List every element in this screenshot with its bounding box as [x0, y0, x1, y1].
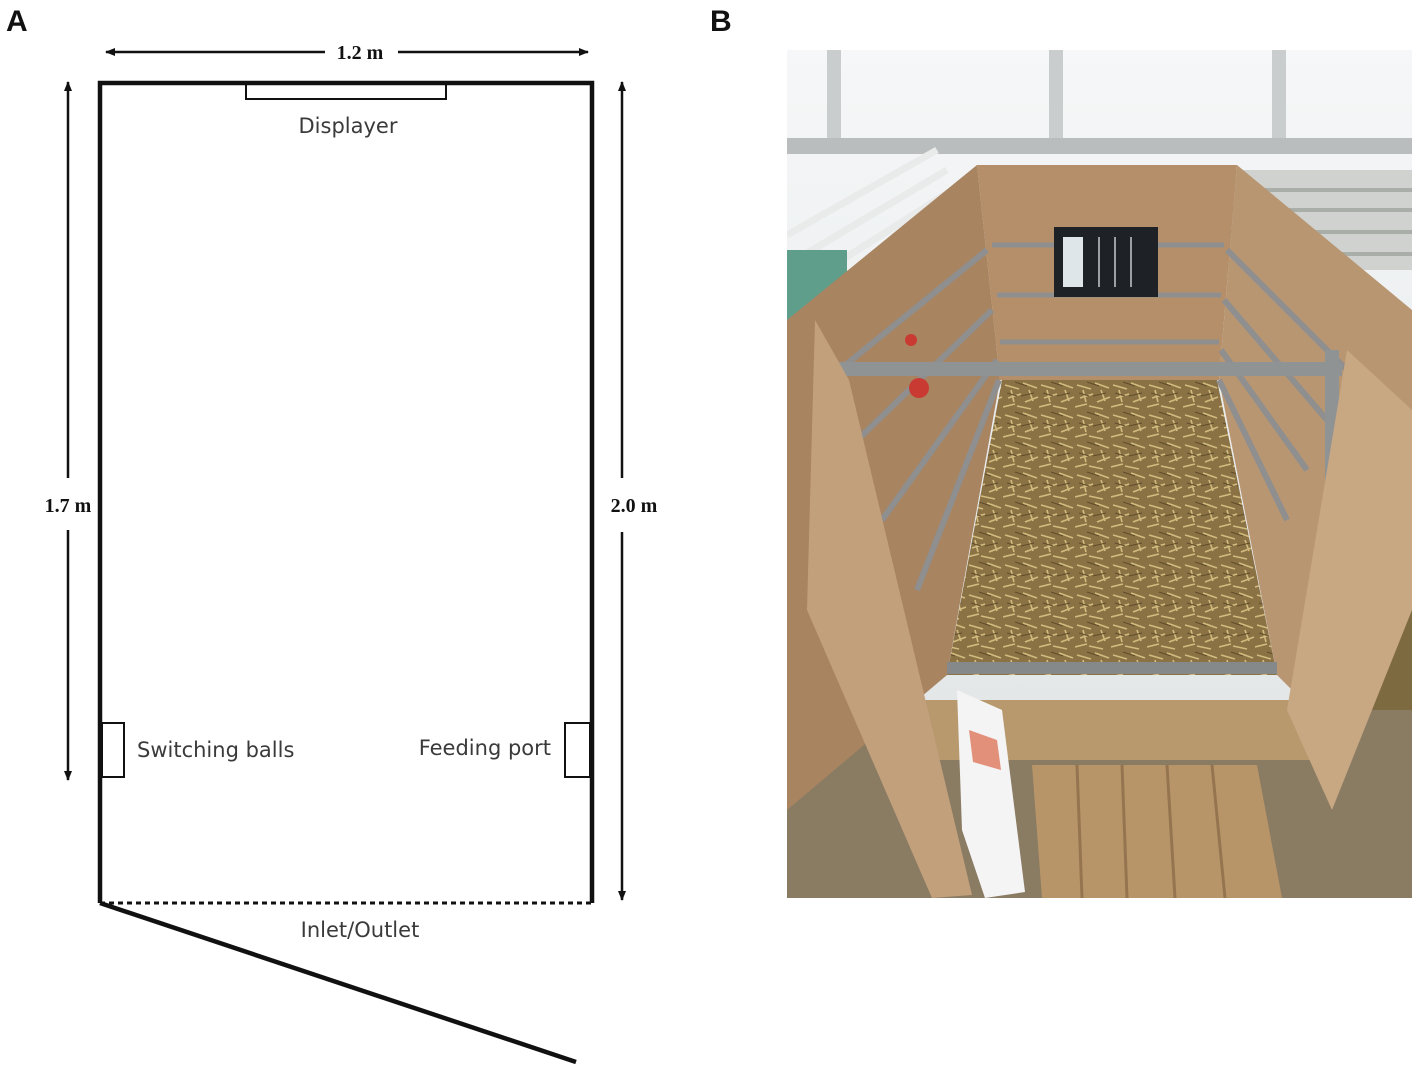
switching-ball-icon: [909, 378, 929, 398]
displayer-screen-lines: [1098, 237, 1132, 287]
right-length-label: 2.0 m: [611, 495, 658, 517]
ramp-boards: [1032, 765, 1282, 898]
left-gate: [807, 320, 972, 898]
feeding-port-label: Feeding port: [419, 736, 551, 760]
pen-photograph: [787, 50, 1412, 898]
front-crossbar: [832, 362, 1342, 376]
panel-a-letter: A: [6, 5, 28, 38]
switching-balls-label: Switching balls: [137, 738, 294, 762]
inlet-outlet-label: Inlet/Outlet: [301, 918, 420, 942]
left-length-label: 1.7 m: [45, 495, 92, 517]
pen-walls: [97, 80, 595, 903]
window-post: [1049, 50, 1063, 142]
right-gate: [1287, 350, 1412, 810]
paper-sheet-mark: [969, 730, 1001, 770]
switching-ball-icon: [905, 334, 917, 346]
feeding-port-box: [564, 722, 591, 778]
displayer-screen-panel: [1063, 237, 1083, 287]
ramp-board-seams: [1075, 764, 1227, 898]
right-wall-rails: [1216, 247, 1350, 522]
walkway-front: [887, 700, 1327, 760]
panel-b-letter: B: [710, 5, 732, 38]
bottom-rail: [947, 662, 1277, 674]
displayer-box: [245, 82, 447, 100]
switching-balls-box: [101, 722, 125, 778]
straw-bedding: [947, 380, 1277, 675]
floor-plan-diagram: 1.2 m 1.7 m 2.0 m Displayer Switching ba…: [45, 42, 658, 1065]
width-dimension-label: 1.2 m: [337, 42, 384, 64]
window-post: [1272, 50, 1286, 142]
background-pipe-lines: [1227, 188, 1412, 256]
displayer-label: Displayer: [299, 114, 398, 138]
window-post: [827, 50, 841, 142]
roof-beam: [787, 138, 1412, 154]
open-gate: [99, 900, 577, 1065]
